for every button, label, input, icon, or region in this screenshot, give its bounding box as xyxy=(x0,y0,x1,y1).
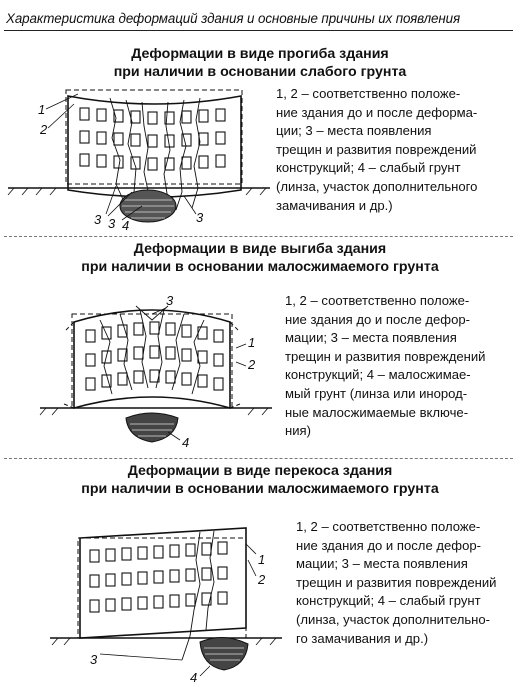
building-deformed-outline xyxy=(67,95,242,198)
description-line: конструкций; 4 – малосжимае- xyxy=(285,367,471,383)
window-grid xyxy=(89,541,228,613)
building-original-outline xyxy=(71,313,233,409)
description-line: 1, 2 – соответственно положе- xyxy=(276,86,461,101)
description-line: ции; 3 – места появления xyxy=(276,123,432,139)
leader-lines xyxy=(151,307,247,441)
label-3: 3 xyxy=(90,652,98,667)
page-title: Характеристика деформаций здания и основ… xyxy=(6,11,461,26)
leader-lines xyxy=(45,93,197,221)
description-line: трещин и развития повреждений xyxy=(296,574,497,590)
label-2: 2 xyxy=(247,357,256,372)
description-line: ние здания до и после дефор- xyxy=(285,311,470,327)
label-1: 1 xyxy=(248,335,255,350)
description-line: ние здания до и после деформа- xyxy=(276,104,478,120)
figure-building-sag: 1 2 3 3 4 3 xyxy=(7,89,270,233)
description-line: замачивания и др.) xyxy=(276,197,393,213)
section-2-heading: Деформации в виде выгиба здания при нали… xyxy=(60,240,460,276)
section-1-heading-line-2: при наличии в основании слабого грунта xyxy=(113,64,407,80)
description-line: мации; 3 – места появления xyxy=(285,330,457,346)
label-3-left: 3 xyxy=(94,212,102,227)
section-divider xyxy=(4,458,513,459)
ground-hatching xyxy=(39,407,269,416)
section-3-heading-line-1: Деформации в виде перекоса здания xyxy=(127,463,393,479)
crack-lines xyxy=(109,97,201,211)
label-4: 4 xyxy=(182,435,189,450)
label-2: 2 xyxy=(257,572,266,587)
title-underline xyxy=(4,30,513,31)
ground-hatching xyxy=(51,637,277,646)
description-line: трещин и развития повреждений xyxy=(276,141,477,157)
label-1: 1 xyxy=(258,552,265,567)
leader-lines xyxy=(99,543,257,677)
description-line: трещин и развития повреждений xyxy=(285,348,486,364)
label-4: 4 xyxy=(190,670,197,685)
building-original-outline xyxy=(65,89,243,185)
crack-lines xyxy=(99,305,205,395)
building-deformed-outline xyxy=(79,527,247,639)
description-line: мации; 3 – места появления xyxy=(296,556,468,572)
description-line: 1, 2 – соответственно положе- xyxy=(296,519,481,534)
section-divider xyxy=(4,236,513,237)
window-grid xyxy=(85,321,224,391)
building-original-outline xyxy=(77,537,247,639)
crack-lines xyxy=(181,530,215,661)
section-3-heading: Деформации в виде перекоса здания при на… xyxy=(60,462,460,498)
ground-hatching xyxy=(7,187,267,196)
incompressible-soil-lens xyxy=(125,412,179,443)
section-1-heading: Деформации в виде прогиба здания при нал… xyxy=(60,45,460,81)
label-2: 2 xyxy=(39,122,48,137)
section-2-heading-line-1: Деформации в виде выгиба здания xyxy=(133,241,387,257)
description-line: (линза, участок дополнительного xyxy=(276,178,478,194)
description-line: ные малосжимаемые включе- xyxy=(285,404,469,420)
label-3: 3 xyxy=(166,293,174,308)
section-1-description: 1, 2 – соответственно положе- ние здания… xyxy=(276,85,477,215)
label-3-mid: 3 xyxy=(108,216,116,231)
section-1-heading-line-1: Деформации в виде прогиба здания xyxy=(131,46,389,62)
label-3-right: 3 xyxy=(196,210,204,225)
figure-building-hog: 3 1 2 4 xyxy=(39,293,272,450)
figure-building-skew: 1 2 3 4 xyxy=(50,527,282,685)
window-grid xyxy=(79,107,226,171)
label-4: 4 xyxy=(122,218,129,233)
description-line: (линза, участок дополнительно- xyxy=(296,611,491,627)
description-line: ния) xyxy=(285,423,311,439)
description-line: конструкций; 4 – слабый грунт xyxy=(276,160,461,176)
label-1: 1 xyxy=(38,102,45,117)
description-line: ние здания до и после дефор- xyxy=(296,537,481,553)
description-line: конструкций; 4 – слабый грунт xyxy=(296,593,481,609)
description-line: мый грунт (линза или инород- xyxy=(285,385,468,401)
section-3-heading-line-2: при наличии в основании малосжимаемого г… xyxy=(81,481,439,497)
description-line: го замачивания и др.) xyxy=(296,630,429,646)
section-2-heading-line-2: при наличии в основании малосжимаемого г… xyxy=(81,259,439,275)
section-3-description: 1, 2 – соответственно положе- ние здания… xyxy=(296,518,497,648)
description-line: 1, 2 – соответственно положе- xyxy=(285,293,470,308)
section-2-description: 1, 2 – соответственно положе- ние здания… xyxy=(285,292,486,441)
